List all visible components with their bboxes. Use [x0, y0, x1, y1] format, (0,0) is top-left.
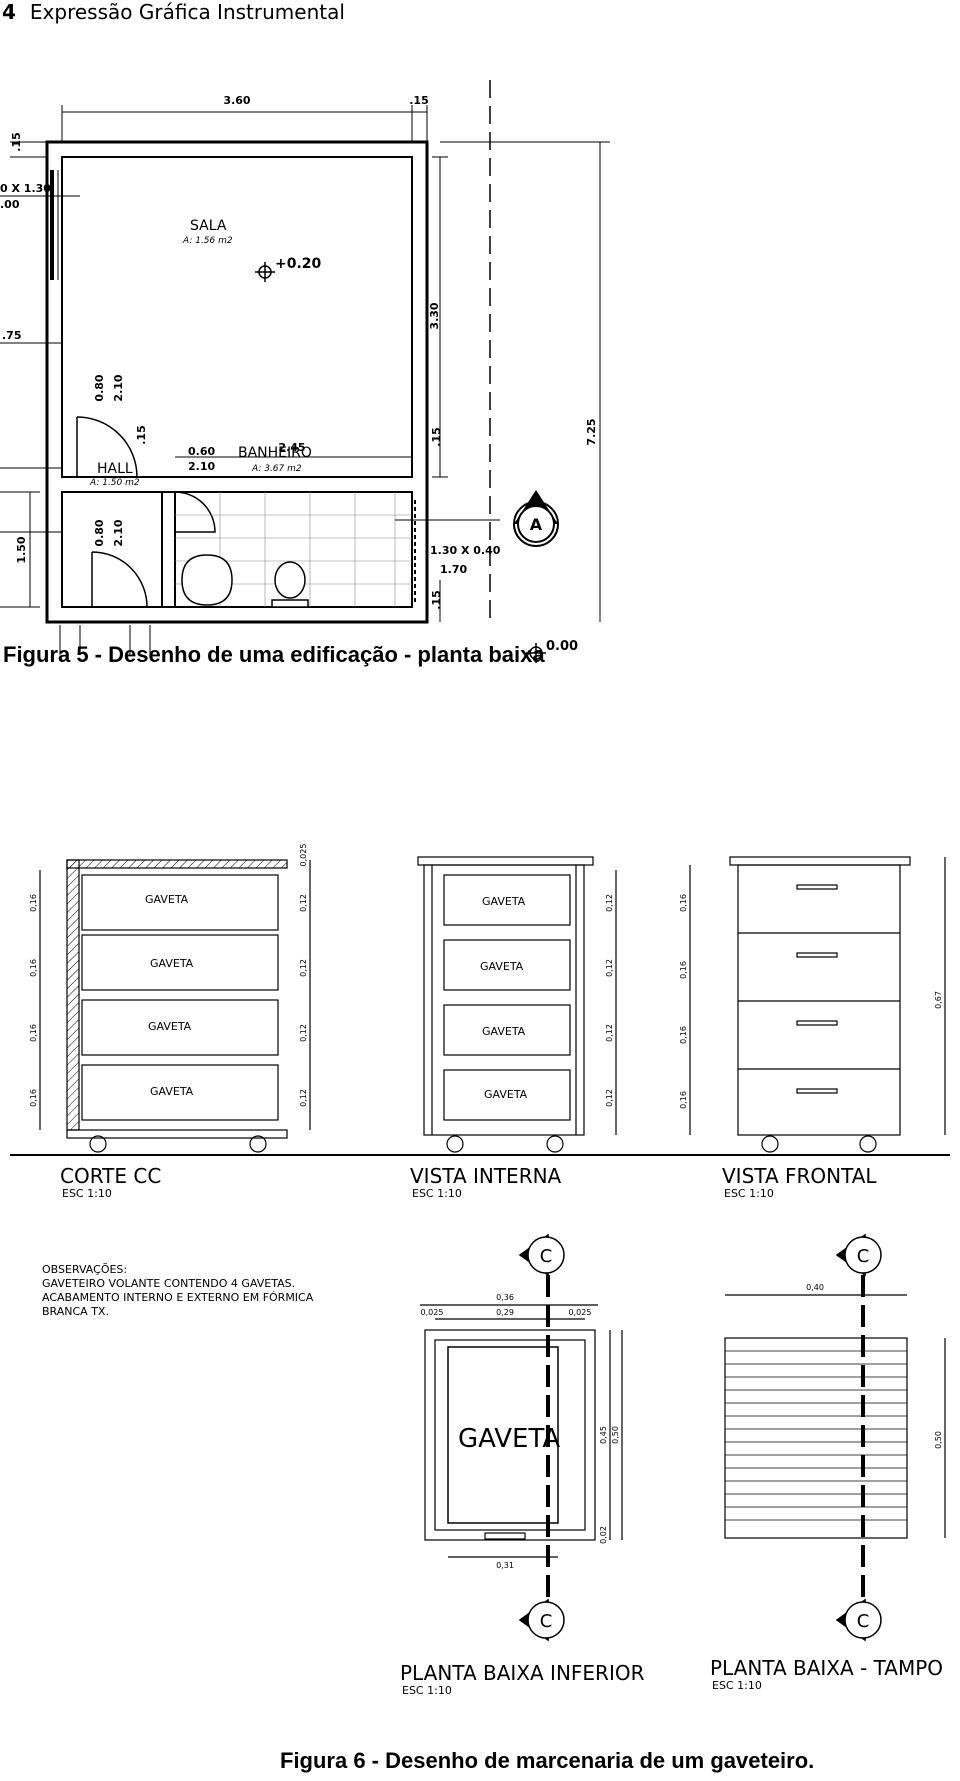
interna-dim-012-4: 0,12 — [605, 1089, 614, 1107]
interna-dim-012-1: 0,12 — [605, 894, 614, 912]
obs-line-2: GAVETEIRO VOLANTE CONTENDO 4 GAVETAS. — [42, 1277, 295, 1290]
obs-line-1: OBSERVAÇÕES: — [42, 1263, 127, 1276]
corte-gaveta-4: GAVETA — [150, 1085, 194, 1098]
inferior-dim-0025-l: 0,025 — [421, 1308, 444, 1317]
door2-height: 2.10 — [188, 460, 215, 473]
section-c-3: C — [540, 1611, 553, 1632]
window-b-label: 1.30 X 0.40 — [430, 544, 501, 557]
dim-150: 1.50 — [15, 536, 28, 563]
room-hall: HALL — [97, 461, 133, 477]
door2-width: 0.60 — [188, 445, 215, 458]
inferior-dim-002: 0,02 — [599, 1526, 608, 1544]
tampo-scale: ESC 1:10 — [712, 1679, 762, 1692]
corte-dim-016-4: 0,16 — [29, 1089, 38, 1107]
section-c-4: C — [857, 1611, 870, 1632]
window-label: 0 X 1.30 — [0, 182, 51, 195]
obs-line-4: BRANCA TX. — [42, 1305, 109, 1318]
corte-gaveta-3: GAVETA — [148, 1020, 192, 1033]
frontal-dim-016-1: 0,16 — [679, 894, 688, 912]
inferior-dim-031: 0,31 — [496, 1561, 514, 1570]
window-label-2: .00 — [0, 198, 20, 211]
frontal-dim-016-3: 0,16 — [679, 1026, 688, 1044]
page-number: 4 — [2, 0, 16, 24]
figure6-caption: Figura 6 - Desenho de marcenaria de um g… — [280, 1748, 815, 1773]
door1-height: 2.10 — [112, 374, 125, 401]
interna-gaveta-3: GAVETA — [482, 1025, 526, 1038]
interna-dim-012-3: 0,12 — [605, 1024, 614, 1042]
dim-245: 2.45 — [278, 441, 305, 454]
corte-dim-016-2: 0,16 — [29, 959, 38, 977]
frontal-scale: ESC 1:10 — [724, 1187, 774, 1200]
page-header: 4 Expressão Gráfica Instrumental — [0, 0, 345, 30]
frontal-dim-067: 0,67 — [934, 991, 943, 1009]
door3-width: 0.80 — [93, 519, 106, 546]
frontal-dim-016-4: 0,16 — [679, 1091, 688, 1109]
corte-dim-0025: 0,025 — [299, 844, 308, 867]
level-exterior: 0.00 — [546, 639, 578, 654]
dim-wall-15: .15 — [409, 94, 429, 107]
inferior-dim-0025-r: 0,025 — [569, 1308, 592, 1317]
room-banheiro: BANHEIRO — [238, 445, 312, 461]
corte-dim-016-1: 0,16 — [29, 894, 38, 912]
interna-gaveta-1: GAVETA — [482, 895, 526, 908]
dim-15b: .15 — [430, 427, 443, 447]
interna-title: VISTA INTERNA — [410, 1164, 562, 1188]
corte-gaveta-1: GAVETA — [145, 893, 189, 906]
interna-gaveta-2: GAVETA — [480, 960, 524, 973]
section-c-2: C — [857, 1246, 870, 1267]
corte-dim-012-1: 0,12 — [299, 894, 308, 912]
room-sala: SALA — [190, 218, 227, 234]
page-running-title: Expressão Gráfica Instrumental — [29, 0, 345, 24]
figure5-caption: Figura 5 - Desenho de uma edificação - p… — [3, 642, 545, 667]
interna-gaveta-4: GAVETA — [484, 1088, 528, 1101]
floor-plan-drawing: 3.60 .15 .15 0 X 1.30 .00 .75 SALA A: 1.… — [0, 80, 610, 663]
tampo-dim-050: 0,50 — [934, 1431, 943, 1449]
inferior-title: PLANTA BAIXA INFERIOR — [400, 1661, 645, 1685]
tampo-dim-040: 0,40 — [806, 1283, 824, 1292]
inferior-dim-036: 0,36 — [496, 1293, 514, 1302]
dim-15a: .15 — [135, 425, 148, 445]
dim-15c: .15 — [430, 590, 443, 610]
door1-width: 0.80 — [93, 374, 106, 401]
interna-scale: ESC 1:10 — [412, 1187, 462, 1200]
section-marker-a: A — [530, 515, 543, 534]
inferior-gaveta: GAVETA — [458, 1424, 560, 1454]
inferior-scale: ESC 1:10 — [402, 1684, 452, 1697]
dim-top-left-15: .15 — [10, 132, 23, 152]
cabinet-drawing: GAVETA GAVETA GAVETA GAVETA 0,16 0,16 0,… — [10, 844, 950, 1697]
inferior-dim-050: 0,50 — [611, 1426, 620, 1444]
room-sala-area: A: 1.56 m2 — [182, 236, 233, 246]
level-sala: +0.20 — [275, 256, 322, 272]
inferior-dim-029: 0,29 — [496, 1308, 514, 1317]
dim-width-360: 3.60 — [223, 94, 250, 107]
frontal-title: VISTA FRONTAL — [722, 1164, 877, 1188]
corte-dim-012-4: 0,12 — [299, 1089, 308, 1107]
interna-dim-012-2: 0,12 — [605, 959, 614, 977]
room-banheiro-area: A: 3.67 m2 — [251, 464, 302, 474]
section-c-1: C — [540, 1246, 553, 1267]
door3-height: 2.10 — [112, 519, 125, 546]
corte-dim-016-3: 0,16 — [29, 1024, 38, 1042]
dim-725: 7.25 — [585, 418, 598, 445]
corte-title: CORTE CC — [60, 1164, 161, 1188]
tampo-title: PLANTA BAIXA - TAMPO — [710, 1656, 943, 1680]
dim-330: 3.30 — [428, 302, 441, 329]
room-hall-area: A: 1.50 m2 — [89, 478, 140, 488]
window-b-label-2: 1.70 — [440, 563, 467, 576]
inferior-dim-045: 0,45 — [599, 1426, 608, 1444]
obs-line-3: ACABAMENTO INTERNO E EXTERNO EM FÓRMICA — [42, 1291, 314, 1304]
corte-gaveta-2: GAVETA — [150, 957, 194, 970]
corte-scale: ESC 1:10 — [62, 1187, 112, 1200]
corte-dim-012-2: 0,12 — [299, 959, 308, 977]
frontal-dim-016-2: 0,16 — [679, 961, 688, 979]
corte-dim-012-3: 0,12 — [299, 1024, 308, 1042]
dim-75: .75 — [2, 329, 22, 342]
